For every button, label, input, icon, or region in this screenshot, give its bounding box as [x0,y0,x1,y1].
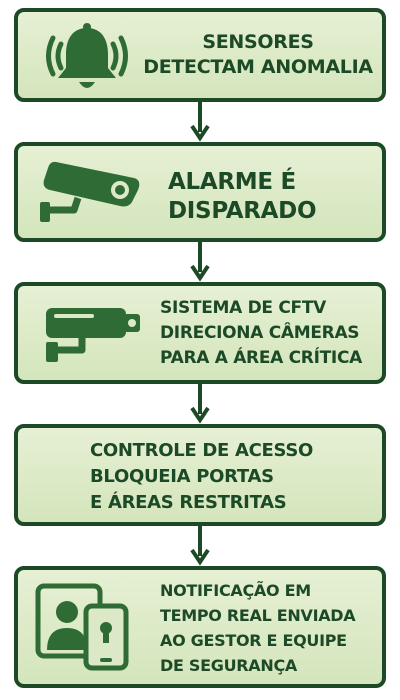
step-line: SISTEMA DE CFTV [160,298,326,318]
step-line: TEMPO REAL ENVIADA [160,606,356,625]
flow-arrow [190,384,210,424]
flow-arrow [190,242,210,282]
step-line: PARA A ÁREA CRÍTICA [160,348,362,368]
step-line: DISPARADO [168,198,317,224]
step-label-notification: NOTIFICAÇÃO EM TEMPO REAL ENVIADA AO GES… [160,578,382,678]
user-phone-notification-icon [34,580,134,676]
step-line: AO GESTOR E EQUIPE [160,631,347,650]
step-line: ALARME É [168,169,296,195]
step-line: DIRECIONA CÂMERAS [160,323,360,343]
step-line: BLOQUEIA PORTAS [90,466,274,487]
flow-arrow [190,526,210,566]
flow-step-alarm: ALARME É DISPARADO [14,142,386,242]
step-line: SENSORES [202,31,314,53]
step-label-sensors: SENSORES DETECTAM ANOMALIA [138,30,378,80]
flow-step-cctv: SISTEMA DE CFTV DIRECIONA CÂMERAS PARA A… [14,282,386,384]
step-label-cctv: SISTEMA DE CFTV DIRECIONA CÂMERAS PARA A… [160,296,382,371]
flow-arrow [190,102,210,142]
flow-step-sensors: SENSORES DETECTAM ANOMALIA [14,8,386,102]
step-label-access-control: CONTROLE DE ACESSO BLOQUEIA PORTAS E ÁRE… [90,438,360,516]
security-camera-icon [38,160,144,226]
step-line: DETECTAM ANOMALIA [143,56,373,78]
step-line: E ÁREAS RESTRITAS [90,492,287,513]
step-line: DE SEGURANÇA [160,656,297,675]
cctv-camera-icon [40,304,144,366]
flow-step-access-control: CONTROLE DE ACESSO BLOQUEIA PORTAS E ÁRE… [14,424,386,526]
flow-step-notification: NOTIFICAÇÃO EM TEMPO REAL ENVIADA AO GES… [14,566,386,688]
step-label-alarm: ALARME É DISPARADO [168,168,368,226]
bell-alarm-icon [40,22,134,94]
step-line: CONTROLE DE ACESSO [90,440,314,461]
step-line: NOTIFICAÇÃO EM [160,581,311,600]
